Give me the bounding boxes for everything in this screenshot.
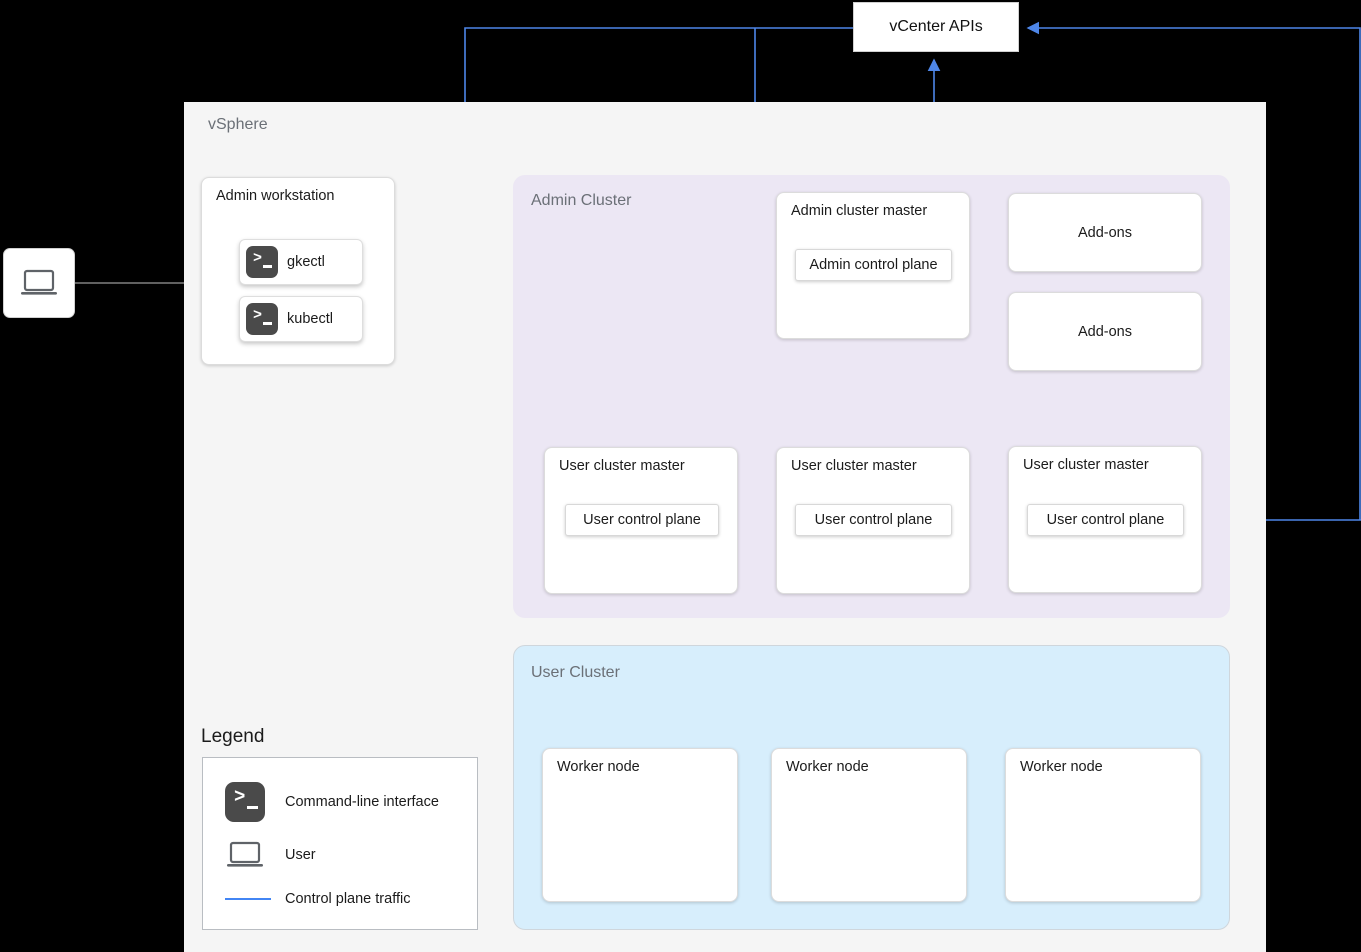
terminal-icon (225, 782, 265, 822)
worker-node-title-1: Worker node (557, 759, 640, 775)
user-control-plane-box-3[interactable]: User control plane (1027, 504, 1184, 536)
admin-cluster-master-title: Admin cluster master (791, 203, 928, 219)
user-cluster-master-title-3: User cluster master (1023, 457, 1149, 473)
addons-card-2[interactable]: Add-ons (1008, 292, 1202, 371)
user-device-box[interactable] (3, 248, 75, 318)
worker-node-title-3: Worker node (1020, 759, 1103, 775)
legend-label-traffic: Control plane traffic (285, 891, 411, 907)
kubectl-label: kubectl (287, 311, 333, 327)
worker-node-card-3[interactable]: Worker node (1005, 748, 1201, 902)
gkectl-label: gkectl (287, 254, 325, 270)
vsphere-label: vSphere (208, 116, 268, 133)
edge-right-rail-to-vcenter (1026, 21, 1361, 520)
gkectl-tool[interactable]: gkectl (239, 239, 363, 285)
legend-box: Command-line interface User Control plan… (202, 757, 478, 930)
legend-label-user: User (285, 847, 316, 863)
legend-item-traffic: Control plane traffic (225, 891, 410, 907)
user-control-plane-box-2[interactable]: User control plane (795, 504, 952, 536)
admin-workstation-title: Admin workstation (216, 188, 335, 204)
legend-title: Legend (201, 726, 265, 747)
user-cluster-label: User Cluster (531, 664, 620, 681)
user-control-plane-box-1[interactable]: User control plane (565, 504, 719, 536)
worker-node-card-1[interactable]: Worker node (542, 748, 738, 902)
legend-item-cli: Command-line interface (225, 782, 439, 822)
terminal-icon (246, 246, 278, 278)
vcenter-apis-box[interactable]: vCenter APIs (853, 2, 1019, 52)
kubectl-tool[interactable]: kubectl (239, 296, 363, 342)
user-cluster-master-title-1: User cluster master (559, 458, 685, 474)
admin-cluster-label: Admin Cluster (531, 192, 632, 209)
admin-control-plane-box[interactable]: Admin control plane (795, 249, 952, 281)
legend-item-user: User (225, 840, 316, 870)
laptop-icon (21, 269, 57, 295)
worker-node-card-2[interactable]: Worker node (771, 748, 967, 902)
addons-card-1[interactable]: Add-ons (1008, 193, 1202, 272)
line-swatch-icon (225, 898, 271, 900)
addons-label-2: Add-ons (1077, 323, 1132, 340)
addons-label-1: Add-ons (1077, 224, 1132, 241)
terminal-icon (246, 303, 278, 335)
user-cluster-master-title-2: User cluster master (791, 458, 917, 474)
legend-label-cli: Command-line interface (285, 794, 439, 810)
worker-node-title-2: Worker node (786, 759, 869, 775)
admin-workstation-card[interactable]: Admin workstation gkectl kubectl (201, 177, 395, 365)
laptop-icon (227, 841, 263, 867)
